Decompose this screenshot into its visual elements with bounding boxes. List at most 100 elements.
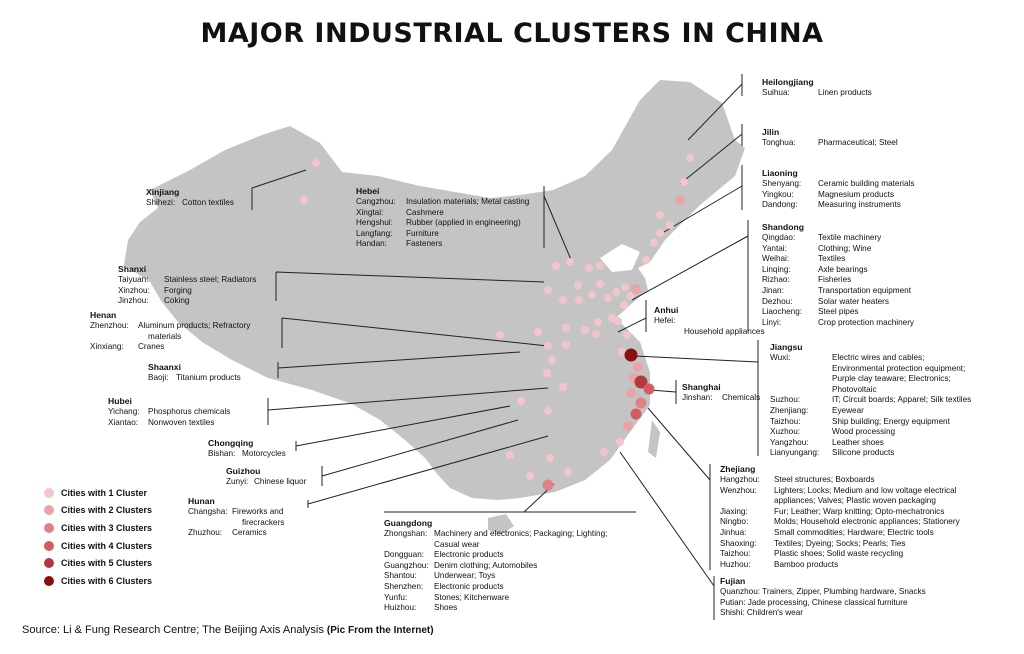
leader-line (679, 124, 743, 185)
city-row: Baoji:Titanium products (148, 373, 241, 384)
legend-label: Cities with 4 Clusters (61, 540, 153, 551)
city-entry: Quanzhou: Trainers, Zipper, Plumbing har… (720, 587, 926, 596)
city-products: Linen products (818, 88, 872, 97)
legend-dot (44, 487, 54, 498)
city-products: Eyewear (832, 405, 864, 415)
city-products: Textiles; Dyeing; Socks; Pearls; Ties (774, 538, 906, 548)
city-products: Lighters; Locks; Medium and low voltage … (774, 485, 957, 495)
legend-item: Cities with 4 Clusters (44, 537, 152, 555)
city-row-continued: Environmental protection equipment; (770, 364, 971, 375)
province-name: Henan (90, 310, 117, 320)
city-dot (656, 211, 664, 219)
city-name: Shenzhen: (384, 581, 424, 591)
city-row: Xuzhou:Wood processing (770, 427, 971, 438)
leader-line (295, 405, 511, 451)
city-row: Huizhou:Shoes (384, 603, 607, 614)
city-name: Hangzhou: (720, 475, 760, 484)
city-dot (559, 383, 567, 391)
city-row: Shantou:Underwear; Toys (384, 571, 607, 582)
taiwan-island (648, 420, 660, 458)
city-products: Aluminum products; Refractory (138, 321, 251, 330)
province-name: Hubei (108, 396, 132, 406)
city-dot (626, 388, 636, 398)
city-products: Forging (164, 285, 192, 295)
city-products: Ceramics (232, 528, 267, 538)
city-row-continued: Photovoltaic (770, 385, 971, 396)
city-products: Titanium products (176, 373, 241, 382)
city-name: Suzhou: (770, 395, 801, 405)
city-dot (566, 258, 574, 266)
leader-line (267, 387, 549, 425)
city-products-continued: firecrackers (242, 517, 285, 527)
city-row: Yingkou:Magnesium products (762, 190, 914, 201)
province-name: Shanghai (682, 382, 721, 392)
city-name: Hengshui: (356, 218, 393, 228)
city-name: Jinshan: (682, 393, 713, 402)
city-products: Stones; Kitchenware (434, 592, 510, 602)
city-dot (608, 314, 616, 322)
city-products-continued: Casual wear (434, 539, 480, 549)
legend-dot (44, 575, 54, 586)
city-row: Putian: Jade processing, Chinese classic… (720, 598, 926, 609)
city-row: Shenyang:Ceramic building materials (762, 179, 914, 190)
city-row: Zhenjiang:Eyewear (770, 406, 971, 417)
city-products: Clothing; Wine (818, 243, 872, 253)
city-row: Quanzhou: Trainers, Zipper, Plumbing har… (720, 587, 926, 598)
china-landmass (124, 80, 745, 534)
city-name: Bishan: (208, 449, 236, 458)
leader-line (321, 419, 519, 486)
city-dot (604, 294, 612, 302)
city-dot (634, 375, 648, 389)
province-name: Hunan (188, 496, 215, 506)
city-row: Suihua:Linen products (762, 88, 872, 99)
city-dot (630, 408, 642, 420)
city-row: Zhuzhou:Ceramics (188, 528, 284, 539)
city-dots (300, 154, 694, 491)
city-products: Insulation materials; Metal casting (406, 197, 530, 206)
city-row: Suzhou: IT; Circuit boards; Apparel; Silk… (770, 395, 971, 406)
legend-dot (44, 558, 54, 569)
city-row: Linqing:Axle bearings (762, 265, 914, 276)
leader-line (647, 407, 711, 570)
city-dot (546, 454, 554, 462)
city-row: Shihezi:Cotton textiles (146, 198, 234, 209)
city-row: Shenzhen:Electronic products (384, 582, 607, 593)
city-row: Xinxiang:Cranes (90, 342, 250, 353)
city-name: Yantai: (762, 243, 787, 253)
city-products: Wood processing (832, 427, 896, 437)
city-products: IT; Circuit boards; Apparel; Silk textil… (832, 395, 972, 405)
city-products: Ceramic building materials (818, 179, 915, 188)
legend-label: Cities with 1 Cluster (61, 487, 148, 498)
city-row: Langfang:Furniture (356, 229, 529, 240)
province-name: Guizhou (226, 466, 261, 476)
city-row: Wenzhou:Lighters; Locks; Medium and low … (720, 486, 960, 497)
city-dot (623, 421, 633, 431)
province-name: Shaanxi (148, 362, 181, 372)
city-name: Tonghua: (762, 138, 796, 147)
city-name: Xinxiang: (90, 342, 124, 352)
city-dot (616, 438, 624, 446)
city-dot (559, 296, 567, 304)
city-row: Dandong:Measuring instruments (762, 200, 914, 211)
city-products: Measuring instruments (818, 200, 901, 210)
city-products: Electric wires and cables; (832, 353, 925, 362)
city-dot (526, 472, 534, 480)
city-dot (544, 342, 552, 350)
city-row: Wuxi:Electric wires and cables; (770, 353, 971, 364)
city-name: Handan: (356, 239, 387, 249)
leader-line (281, 317, 549, 348)
city-products: Textiles (818, 254, 846, 264)
legend-label: Cities with 2 Clusters (61, 505, 153, 516)
city-row: Yunfu:Stones; Kitchenware (384, 593, 607, 604)
city-products: Shoes (434, 603, 458, 613)
city-name: Zunyi: (226, 477, 249, 486)
city-dot (562, 324, 570, 332)
city-dot (624, 348, 638, 362)
city-dot (564, 468, 572, 476)
